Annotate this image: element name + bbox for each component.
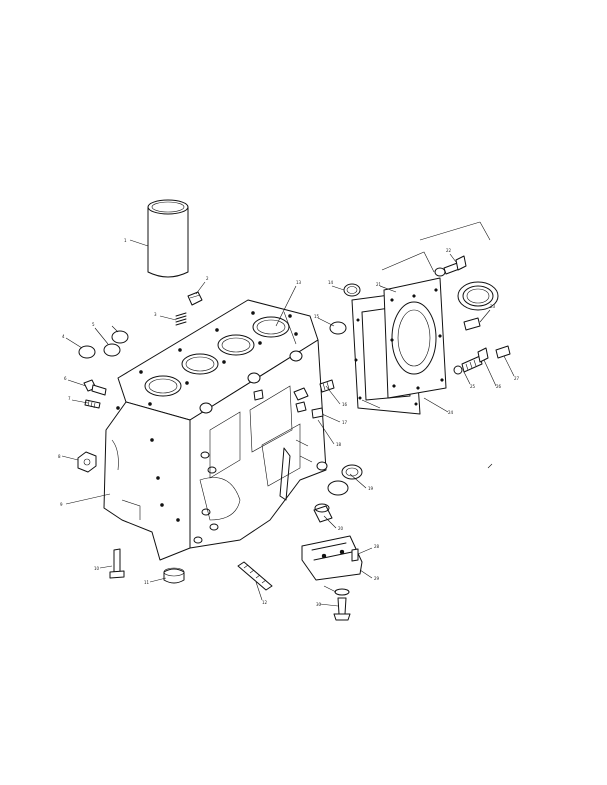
callout-label: 14 xyxy=(328,280,334,285)
bolt-with-washer-top xyxy=(434,255,467,277)
callout-label: 25 xyxy=(470,384,476,389)
expansion-plug-top xyxy=(343,283,361,297)
long-bolt-bottom-left xyxy=(109,548,125,579)
dowel-pin-right xyxy=(463,317,481,331)
callout-label: 17 xyxy=(342,420,348,425)
callout-label: 6 xyxy=(64,376,67,381)
long-threaded-stud xyxy=(237,561,273,591)
cylinder-liner xyxy=(147,199,189,278)
expansion-plug-mid xyxy=(329,321,347,335)
threaded-plug-right xyxy=(293,379,335,401)
callout-label: 20 xyxy=(338,526,344,531)
bolt-with-washer-bottom xyxy=(453,347,489,375)
callout-label: 13 xyxy=(296,280,302,285)
cylinder-block xyxy=(103,299,328,561)
large-plug-pair-right xyxy=(327,464,363,496)
callout-label: 30 xyxy=(316,602,322,607)
small-plug-pair xyxy=(295,401,324,419)
callout-label: 10 xyxy=(94,566,100,571)
dowel-pin-far-right xyxy=(495,345,511,359)
callout-label: 16 xyxy=(342,402,348,407)
callout-label: 4 xyxy=(62,334,65,339)
short-stud-left xyxy=(84,399,101,409)
callout-label: 21 xyxy=(376,282,382,287)
callout-label: 12 xyxy=(262,600,268,605)
callout-label: 28 xyxy=(374,544,380,549)
callout-labels: 1 2 3 4 5 6 7 8 9 10 11 12 13 14 15 16 1… xyxy=(58,238,520,607)
dowel-pin-center xyxy=(253,389,264,401)
hex-bolt-left xyxy=(83,379,107,396)
callout-label: 18 xyxy=(336,442,342,447)
oil-pressure-fitting xyxy=(187,291,203,306)
bracket-dowel xyxy=(351,548,359,562)
expansion-plug-pair-left xyxy=(78,330,129,359)
callout-label: 11 xyxy=(144,580,150,585)
callout-label: 29 xyxy=(374,576,380,581)
hex-nut-left xyxy=(77,451,97,473)
drain-cock xyxy=(313,503,333,523)
callout-label: 7 xyxy=(68,396,71,401)
leader-lines xyxy=(61,221,515,607)
callout-label: 19 xyxy=(368,486,374,491)
callout-label: 26 xyxy=(496,384,502,389)
callout-label: 27 xyxy=(514,376,520,381)
callout-label: 15 xyxy=(314,314,320,319)
rear-end-plate xyxy=(383,277,447,399)
callout-label: 1 xyxy=(124,238,127,243)
callout-label: 24 xyxy=(448,410,454,415)
oil-seal xyxy=(457,281,499,311)
callout-label: 22 xyxy=(446,248,452,253)
callout-label: 3 xyxy=(154,312,157,317)
callout-label: 8 xyxy=(58,454,61,459)
callout-label: 5 xyxy=(92,322,95,327)
cap-plug-bottom xyxy=(163,567,185,584)
small-spring xyxy=(175,312,187,326)
bearing-bracket xyxy=(301,535,363,581)
callout-label: 23 xyxy=(490,304,496,309)
bracket-screw-washer xyxy=(333,588,351,621)
callout-label: 9 xyxy=(60,502,63,507)
callout-label: 2 xyxy=(206,276,209,281)
